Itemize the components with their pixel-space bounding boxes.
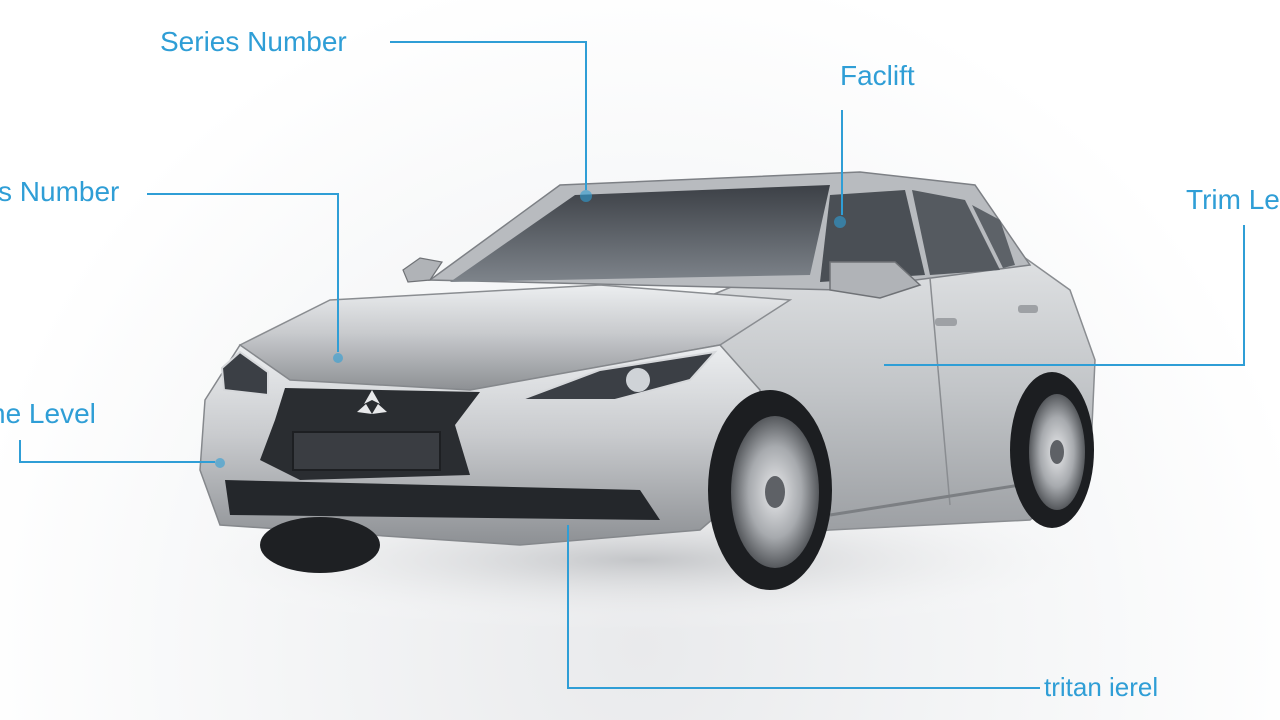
side-window-rear: [912, 190, 1000, 275]
license-plate: [292, 431, 441, 471]
brand-emblem: [357, 390, 387, 414]
side-sill: [829, 483, 1021, 517]
callout-trim-level-right: Trim Le: [1186, 184, 1280, 215]
marker-series-number-top: [580, 190, 592, 202]
marker-series-number-left: [333, 353, 343, 363]
quarter-window: [972, 205, 1015, 268]
front-wheel: [708, 390, 832, 590]
leader-series-number-left: [147, 193, 339, 352]
lower-intake: [225, 480, 660, 520]
leader-series-number-top: [390, 41, 587, 190]
headlight-right: [519, 350, 718, 401]
leader-trim-level-right: [884, 225, 1245, 366]
headlight-left: [220, 350, 269, 397]
callout-line-level-left: ne Level: [0, 398, 96, 429]
callout-series-number-top: Series Number: [160, 26, 347, 57]
leader-trim-level-bottom: [567, 525, 1040, 689]
door-handle-rear: [1018, 305, 1038, 313]
callout-facelift: Faclift: [840, 60, 915, 91]
side-mirror: [829, 261, 922, 299]
side-mirror-left: [402, 257, 444, 283]
callout-series-number-left: s Number: [0, 176, 120, 207]
rear-wheel: [1010, 372, 1094, 528]
windshield: [450, 185, 830, 282]
leader-line-level-left: [19, 440, 215, 463]
callout-trim-level-bottom: tritan ierel: [1044, 672, 1159, 702]
marker-line-level: [215, 458, 225, 468]
side-window-front: [820, 190, 925, 282]
marker-facelift: [834, 216, 846, 228]
headlight-lens: [626, 368, 650, 392]
door-seam: [929, 277, 951, 506]
door-handle-front: [935, 318, 957, 326]
front-left-tire: [260, 517, 380, 573]
